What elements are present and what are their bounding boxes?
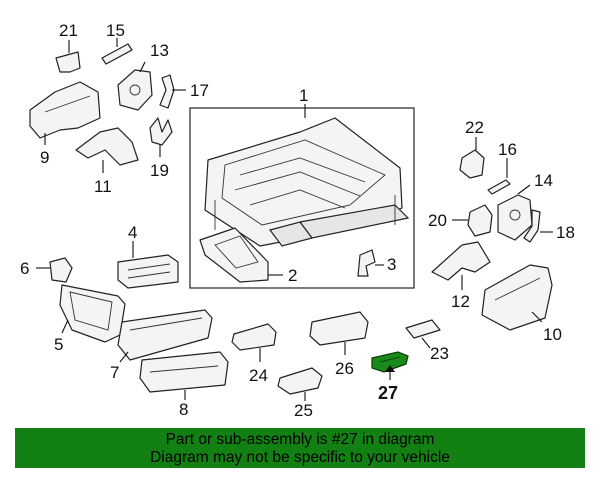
callout-23: 23: [430, 344, 449, 363]
part-25-cover: [277, 367, 323, 395]
part-24-cover: [231, 323, 277, 351]
part-27-highlighted: [371, 351, 409, 373]
part-7-trim-panel: [117, 309, 213, 361]
callout-19: 19: [150, 161, 169, 180]
part-26-cover: [309, 311, 369, 346]
part-18-strap: [523, 209, 541, 243]
part-info-banner: Part or sub-assembly is #27 in diagram D…: [15, 428, 585, 468]
part-16-rod: [487, 179, 511, 195]
part-3-bracket: [357, 249, 376, 277]
callout-25: 25: [294, 401, 313, 420]
part-1-seat-frame: [204, 117, 410, 247]
part-11-bracket: [75, 127, 139, 166]
banner-line-2: Diagram may not be specific to your vehi…: [150, 449, 450, 466]
part-2-adjuster: [199, 227, 269, 283]
callout-14: 14: [534, 171, 553, 190]
part-1-frame-box: [189, 107, 415, 289]
part-13-motor-bracket: [117, 69, 153, 111]
part-12-linkage: [431, 241, 491, 281]
part-17-strap: [159, 74, 175, 109]
callout-10: 10: [543, 325, 562, 344]
part-8-lower-trim: [139, 351, 229, 393]
callout-24: 24: [249, 366, 268, 385]
callout-27: 27: [378, 383, 398, 403]
callout-21: 21: [59, 21, 78, 40]
part-10-seat-side-panel: [481, 264, 553, 331]
part-19-bracket: [149, 117, 173, 146]
callout-22: 22: [465, 118, 484, 137]
callout-15: 15: [106, 21, 125, 40]
callout-7: 7: [110, 363, 119, 382]
callout-4: 4: [128, 223, 137, 242]
part-9-side-shield: [29, 81, 101, 139]
part-5-side-cover: [59, 284, 126, 343]
callout-16: 16: [498, 140, 517, 159]
callout-11: 11: [94, 177, 112, 196]
part-6-clip: [49, 257, 73, 283]
callout-12: 12: [451, 292, 470, 311]
banner-line-1: Part or sub-assembly is #27 in diagram: [165, 431, 435, 448]
callout-8: 8: [179, 400, 188, 419]
callout-6: 6: [20, 259, 29, 278]
callout-26: 26: [335, 359, 354, 378]
callout-27-arrow-icon: [385, 365, 395, 372]
callout-9: 9: [40, 148, 49, 167]
part-21-clip: [55, 51, 81, 73]
callout-17: 17: [190, 81, 209, 100]
part-20-actuator: [467, 204, 493, 237]
part-23-cover: [405, 319, 441, 339]
callout-18: 18: [556, 223, 575, 242]
part-4-module: [117, 254, 179, 289]
callout-13: 13: [150, 41, 169, 60]
part-22-bracket: [459, 149, 485, 179]
callout-2: 2: [288, 266, 297, 285]
callout-1: 1: [299, 86, 308, 105]
part-15-strip: [101, 43, 133, 65]
callout-5: 5: [54, 335, 63, 354]
callout-20: 20: [428, 211, 447, 230]
parts-diagram: 1 2 3 4 5 6 7 8: [20, 21, 575, 420]
callout-3: 3: [387, 255, 396, 274]
